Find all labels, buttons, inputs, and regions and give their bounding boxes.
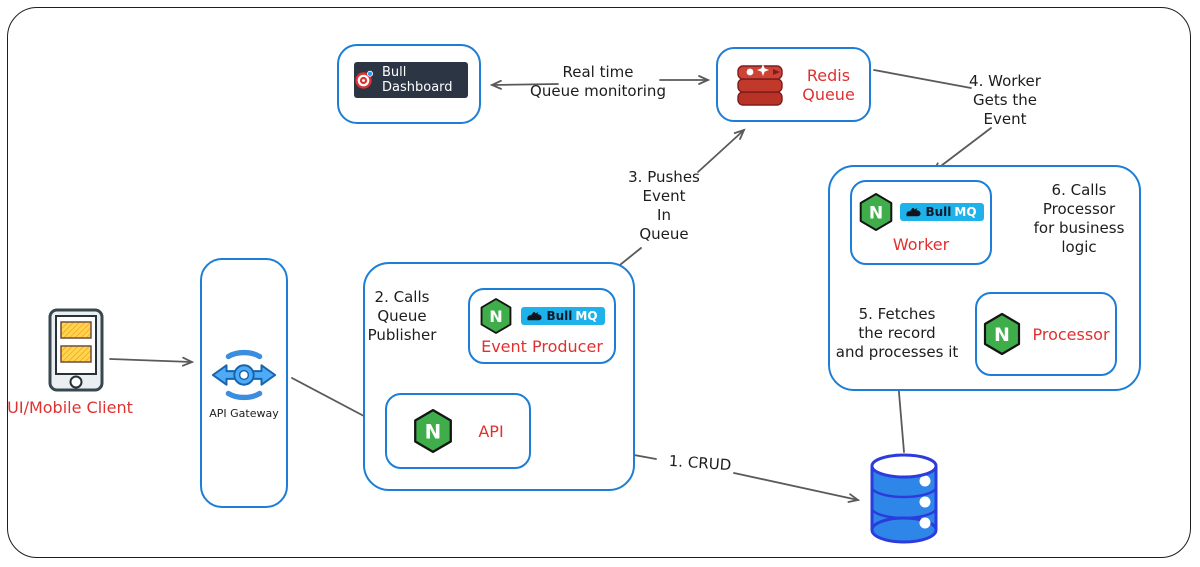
api-label: API xyxy=(478,421,504,441)
bullmq-bull-word: Bull xyxy=(546,308,573,323)
bull-dashboard-label: Bull Dashboard xyxy=(382,65,453,95)
bull-target-icon xyxy=(354,70,374,90)
bullmq-mq-word: MQ xyxy=(575,308,598,323)
svg-text:N: N xyxy=(490,306,504,325)
fetches-edge-label: 5. Fetches the record and processes it xyxy=(835,305,959,361)
bull-dashboard-node: Bull Dashboard xyxy=(337,44,481,124)
pushes-event-edge-label: 3. Pushes Event In Queue xyxy=(628,168,700,243)
processor-node: N Processor xyxy=(975,292,1117,376)
bull-icon xyxy=(527,311,543,320)
api-node: N API xyxy=(385,393,531,469)
calls-publisher-edge-label: 2. Calls Queue Publisher xyxy=(367,288,437,344)
monitoring-edge-label: Real time Queue monitoring xyxy=(530,63,666,100)
api-gateway-label: API Gateway xyxy=(209,406,279,420)
nginx-icon: N xyxy=(412,408,454,454)
redis-queue-node: Redis Queue xyxy=(716,47,871,122)
redis-queue-label: Redis Queue xyxy=(802,65,855,104)
api-gateway-node: API Gateway xyxy=(200,258,288,508)
processor-label: Processor xyxy=(1032,324,1110,344)
svg-text:N: N xyxy=(869,203,883,223)
api-gateway-icon xyxy=(209,347,279,403)
svg-text:N: N xyxy=(995,324,1011,346)
nginx-icon: N xyxy=(479,297,513,335)
calls-processor-edge-label: 6. Calls Processor for business logic xyxy=(1033,181,1125,256)
mobile-phone-icon xyxy=(48,308,104,392)
redis-icon xyxy=(732,60,788,110)
nginx-icon: N xyxy=(982,312,1022,356)
event-producer-label: Event Producer xyxy=(481,336,603,356)
worker-gets-edge-label: 4. Worker Gets the Event xyxy=(969,72,1041,128)
bull-icon xyxy=(906,207,922,216)
canvas-border xyxy=(7,7,1191,558)
bull-dashboard-badge: Bull Dashboard xyxy=(354,62,468,98)
bullmq-mq-word: MQ xyxy=(954,204,977,219)
client-label: UI/Mobile Client xyxy=(7,398,133,417)
nginx-icon: N xyxy=(858,192,894,232)
svg-text:N: N xyxy=(425,420,442,443)
bullmq-bull-word: Bull xyxy=(925,204,952,219)
database-icon xyxy=(866,452,942,544)
worker-label: Worker xyxy=(892,234,950,254)
